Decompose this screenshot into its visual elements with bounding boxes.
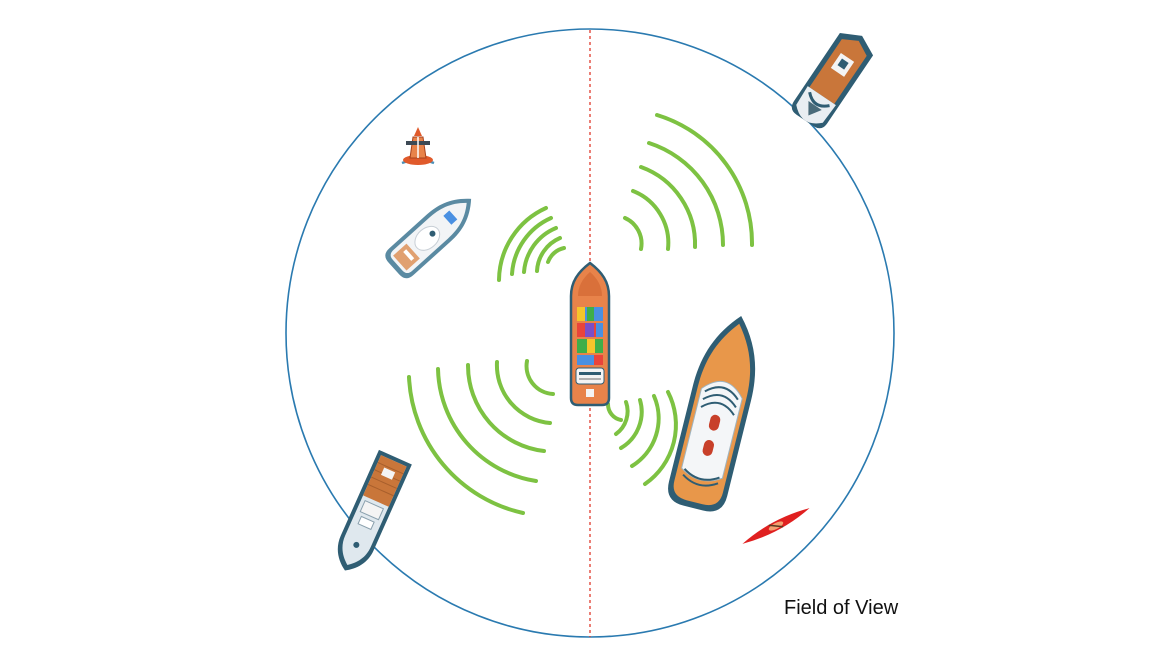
speedboat-icon xyxy=(791,32,874,129)
kayak-icon xyxy=(742,508,810,544)
container-ship-icon xyxy=(569,261,611,407)
signal-waves-icon xyxy=(605,390,678,486)
yacht-icon xyxy=(385,198,472,279)
signal-waves-icon xyxy=(497,206,566,282)
signal-waves-icon xyxy=(623,113,755,251)
cruise-ship-icon xyxy=(668,315,756,512)
yacht-icon xyxy=(337,449,412,571)
field-of-view-label: Field of View xyxy=(784,597,899,619)
signal-waves-icon xyxy=(407,359,555,515)
buoy-icon xyxy=(401,127,435,165)
